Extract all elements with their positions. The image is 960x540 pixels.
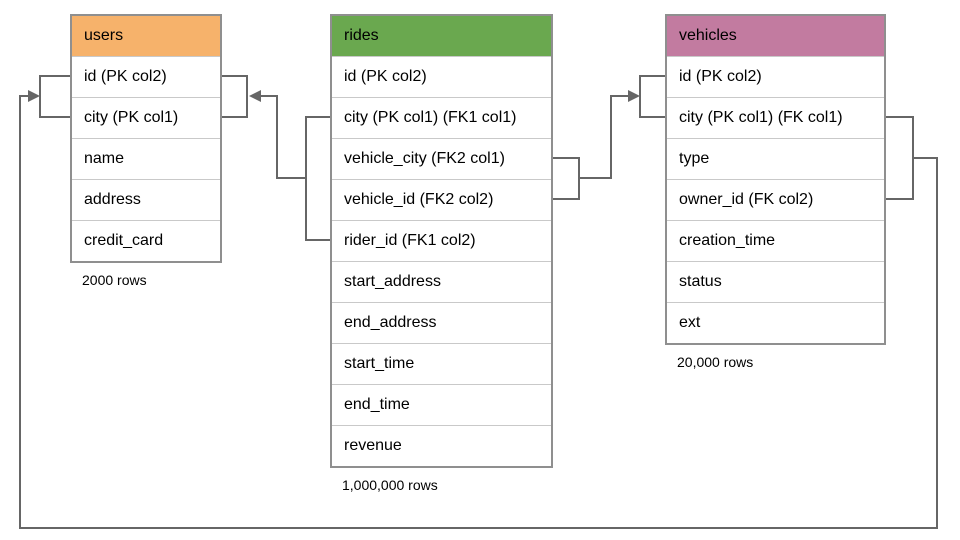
- vehicles-fk-bracket-right: [886, 116, 914, 200]
- arrowhead-right-icon: [28, 90, 40, 102]
- vehicles-to-users-connector: [19, 95, 938, 529]
- vehicles-columns: id (PK col2)city (PK col1) (FK col1)type…: [667, 56, 884, 343]
- rides-table: rides id (PK col2)city (PK col1) (FK1 co…: [330, 14, 553, 493]
- rides-fk1-bracket-left: [305, 116, 330, 241]
- vehicles-pk-bracket-left: [639, 75, 665, 118]
- table-row: address: [72, 179, 220, 220]
- arrowhead-right-icon: [628, 90, 640, 102]
- rides-to-users-connector: [260, 95, 306, 179]
- table-row: id (PK col2): [667, 56, 884, 97]
- table-row: vehicle_city (FK2 col1): [332, 138, 551, 179]
- table-row: rider_id (FK1 col2): [332, 220, 551, 261]
- users-pk-bracket-right: [222, 75, 248, 118]
- table-row: city (PK col1): [72, 97, 220, 138]
- table-row: start_address: [332, 261, 551, 302]
- table-row: credit_card: [72, 220, 220, 261]
- table-row: start_time: [332, 343, 551, 384]
- arrowhead-left-icon: [249, 90, 261, 102]
- table-row: creation_time: [667, 220, 884, 261]
- row-count-label: 20,000 rows: [677, 354, 754, 370]
- table-header: rides: [332, 16, 551, 56]
- table-row: revenue: [332, 425, 551, 466]
- vehicles-table: vehicles id (PK col2)city (PK col1) (FK …: [665, 14, 886, 370]
- table-row: vehicle_id (FK2 col2): [332, 179, 551, 220]
- table-row: status: [667, 261, 884, 302]
- users-pk-bracket-left: [39, 75, 70, 118]
- table-row: id (PK col2): [72, 56, 220, 97]
- table-row: ext: [667, 302, 884, 343]
- rides-columns: id (PK col2)city (PK col1) (FK1 col1)veh…: [332, 56, 551, 466]
- table-row: city (PK col1) (FK1 col1): [332, 97, 551, 138]
- table-header: vehicles: [667, 16, 884, 56]
- table-row: owner_id (FK col2): [667, 179, 884, 220]
- rides-to-vehicles-connector: [579, 95, 628, 179]
- row-count-label: 2000 rows: [82, 272, 147, 288]
- table-row: name: [72, 138, 220, 179]
- row-count-label: 1,000,000 rows: [342, 477, 438, 493]
- table-row: type: [667, 138, 884, 179]
- table-row: end_address: [332, 302, 551, 343]
- table-row: id (PK col2): [332, 56, 551, 97]
- table-row: end_time: [332, 384, 551, 425]
- rides-fk2-bracket-right: [553, 157, 580, 200]
- table-header: users: [72, 16, 220, 56]
- table-row: city (PK col1) (FK col1): [667, 97, 884, 138]
